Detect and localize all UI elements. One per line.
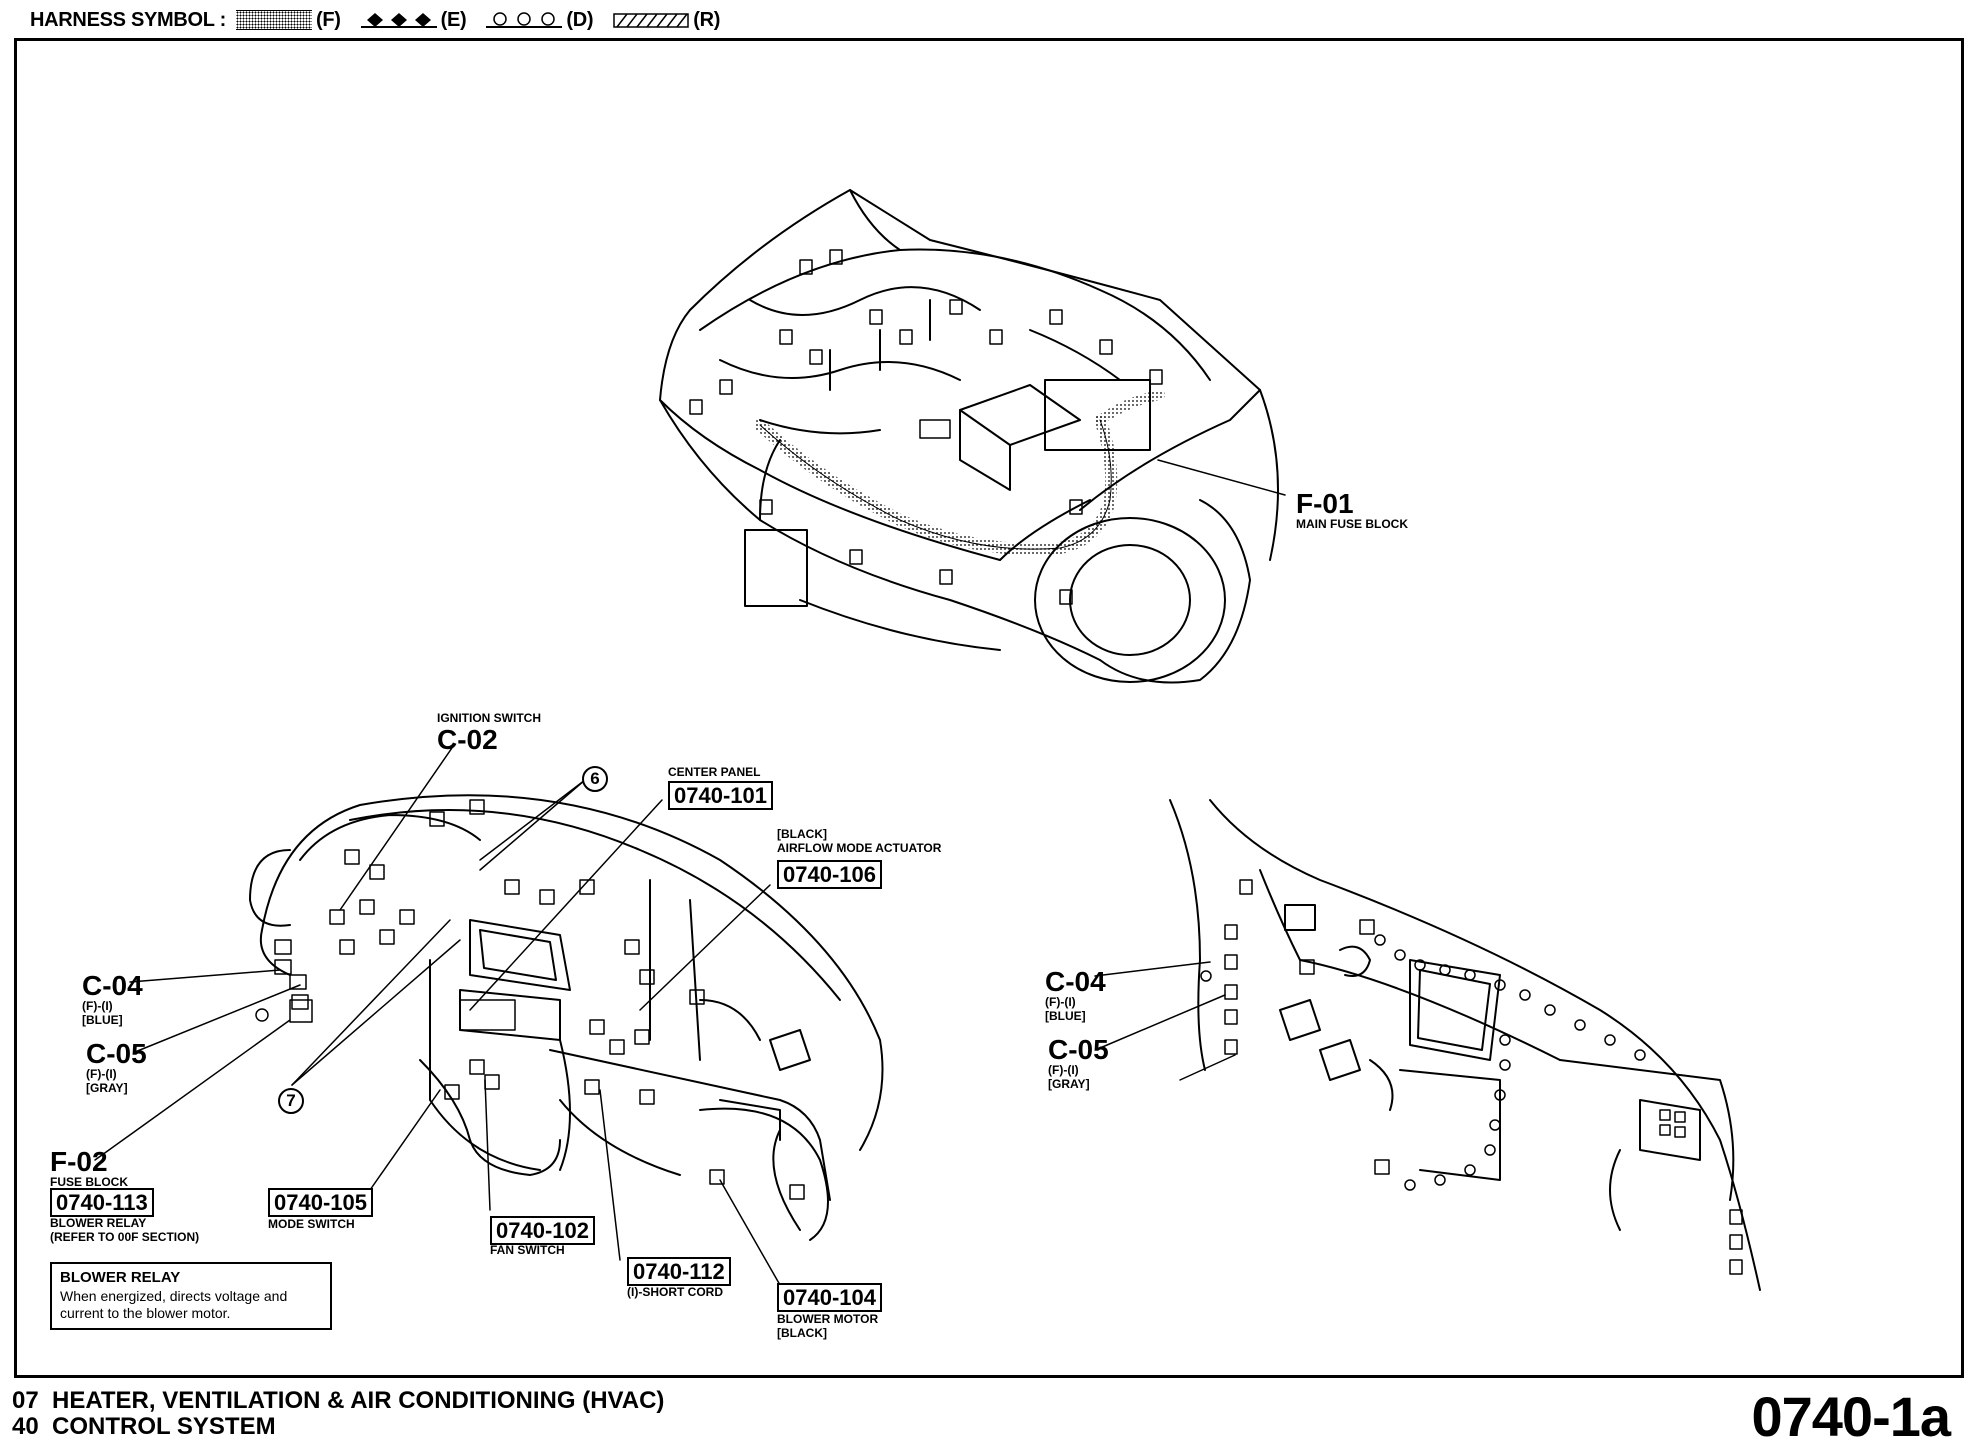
c04-right-sub1: (F)-(I) bbox=[1045, 995, 1076, 1009]
c05-right-sub1: (F)-(I) bbox=[1048, 1063, 1079, 1077]
engine-compartment-view bbox=[659, 189, 1286, 684]
legend-item-r: (R) bbox=[613, 9, 720, 32]
diamonds-pattern-swatch bbox=[360, 13, 437, 28]
c04-left-sub2: [BLUE] bbox=[82, 1012, 123, 1027]
c05-right-code: C-05 bbox=[1048, 1034, 1109, 1065]
blower-relay-note: BLOWER RELAY When energized, directs vol… bbox=[50, 1262, 332, 1330]
label-c05-left: C-05 (F)-(I) [GRAY] bbox=[86, 1040, 147, 1096]
label-c04-right: C-04 (F)-(I) [BLUE] bbox=[1045, 968, 1106, 1024]
c05-left-code: C-05 bbox=[86, 1038, 147, 1069]
blower-motor-desc: BLOWER MOTOR bbox=[777, 1312, 879, 1326]
hatched-pattern-swatch bbox=[613, 13, 689, 28]
ref-0740-105[interactable]: 0740-105 bbox=[268, 1188, 373, 1218]
footer-line-1-number: 07 bbox=[12, 1387, 39, 1414]
f02-code: F-02 bbox=[50, 1146, 108, 1177]
c04-left-code: C-04 bbox=[82, 970, 143, 1001]
label-blower-relay: BLOWER RELAY (REFER TO 00F SECTION) bbox=[50, 1216, 200, 1245]
mode-switch-desc: MODE SWITCH bbox=[268, 1217, 355, 1231]
label-center-panel: CENTER PANEL bbox=[668, 765, 761, 780]
note-body: When energized, directs voltage and curr… bbox=[60, 1288, 288, 1321]
c04-right-sub2: [BLUE] bbox=[1045, 1008, 1086, 1023]
c02-desc: IGNITION SWITCH bbox=[437, 711, 541, 725]
fan-switch-desc: FAN SWITCH bbox=[490, 1243, 565, 1257]
legend-item-e: (E) bbox=[360, 9, 467, 32]
label-c04-left: C-04 (F)-(I) [BLUE] bbox=[82, 972, 143, 1028]
ref-0740-106[interactable]: 0740-106 bbox=[777, 860, 882, 890]
ref-0740-113[interactable]: 0740-113 bbox=[50, 1188, 154, 1218]
label-c05-right: C-05 (F)-(I) [GRAY] bbox=[1048, 1036, 1109, 1092]
note-title: BLOWER RELAY bbox=[60, 1269, 181, 1286]
dashboard-right-view bbox=[1094, 799, 1761, 1291]
blower-relay-desc: BLOWER RELAY bbox=[50, 1216, 147, 1230]
airflow-desc: AIRFLOW MODE ACTUATOR bbox=[777, 840, 942, 855]
circles-pattern-swatch bbox=[486, 12, 563, 28]
diagram-frame bbox=[14, 38, 1964, 1378]
footer-line-1-text: HEATER, VENTILATION & AIR CONDITIONING (… bbox=[52, 1387, 665, 1414]
ref-0740-102[interactable]: 0740-102 bbox=[490, 1216, 595, 1246]
airflow-color: [BLACK] bbox=[777, 827, 827, 841]
c05-left-sub2: [GRAY] bbox=[86, 1080, 128, 1095]
circle-callout-7: 7 bbox=[278, 1088, 304, 1114]
footer-line-2: 40 CONTROL SYSTEM bbox=[12, 1412, 664, 1440]
short-cord-desc: (I)-SHORT CORD bbox=[627, 1285, 723, 1299]
label-f01: F-01 MAIN FUSE BLOCK bbox=[1296, 490, 1408, 532]
c04-right-code: C-04 bbox=[1045, 966, 1106, 997]
circle-callout-6: 6 bbox=[582, 766, 608, 792]
c04-left-sub1: (F)-(I) bbox=[82, 999, 113, 1013]
c05-left-sub1: (F)-(I) bbox=[86, 1067, 117, 1081]
center-panel-desc: CENTER PANEL bbox=[668, 765, 761, 779]
c02-code: C-02 bbox=[437, 723, 498, 755]
c05-right-sub2: [GRAY] bbox=[1048, 1076, 1090, 1091]
label-f02: F-02 FUSE BLOCK bbox=[50, 1148, 128, 1190]
blower-motor-color: [BLACK] bbox=[777, 1325, 827, 1340]
legend-item-d: (D) bbox=[486, 9, 594, 32]
footer-section-titles: 07 HEATER, VENTILATION & AIR CONDITIONING… bbox=[12, 1388, 664, 1440]
ref-0740-112[interactable]: 0740-112 bbox=[627, 1257, 731, 1287]
harness-symbol-legend: HARNESS SYMBOL : (F) (E) (D) bbox=[30, 6, 730, 34]
footer-line-1: 07 HEATER, VENTILATION & AIR CONDITIONING… bbox=[12, 1388, 664, 1414]
footer-line-2-number: 40 bbox=[12, 1412, 39, 1440]
ref-0740-104[interactable]: 0740-104 bbox=[777, 1283, 882, 1313]
page-number: 0740-1a bbox=[1751, 1385, 1951, 1448]
label-airflow-mode-actuator: [BLACK] AIRFLOW MODE ACTUATOR bbox=[777, 827, 942, 856]
dashboard-left-view bbox=[94, 744, 884, 1286]
footer-line-2-text: CONTROL SYSTEM bbox=[52, 1412, 276, 1440]
legend-title: HARNESS SYMBOL : bbox=[30, 8, 226, 31]
blower-relay-refer: (REFER TO 00F SECTION) bbox=[50, 1229, 200, 1244]
f02-desc: FUSE BLOCK bbox=[50, 1175, 128, 1189]
label-c02: IGNITION SWITCH C-02 bbox=[437, 711, 541, 755]
f01-code: F-01 bbox=[1296, 488, 1354, 519]
dotted-pattern-swatch bbox=[235, 10, 312, 30]
label-blower-motor: BLOWER MOTOR [BLACK] bbox=[777, 1312, 879, 1341]
legend-item-f: (F) bbox=[235, 9, 341, 32]
f01-desc: MAIN FUSE BLOCK bbox=[1296, 517, 1408, 531]
ref-0740-101[interactable]: 0740-101 bbox=[668, 781, 773, 811]
